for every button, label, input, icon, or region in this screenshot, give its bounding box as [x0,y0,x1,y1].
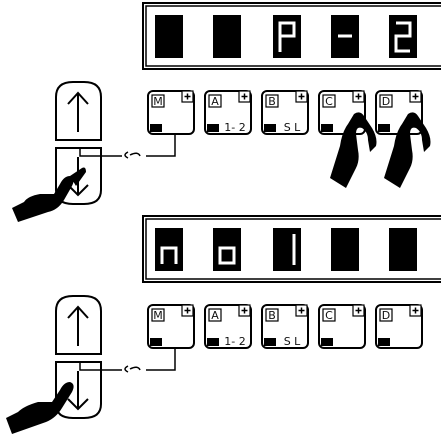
key-letter-box [379,94,393,108]
key-letter-box [379,308,393,322]
plus-icon [238,90,251,103]
minus-icon [207,124,219,132]
plus-icon [181,304,194,317]
minus-icon [150,338,162,346]
up-button-bottom[interactable] [55,295,102,355]
key-m-top[interactable]: M [147,90,195,135]
plus-icon [295,90,308,103]
plus-icon [181,90,194,103]
plus-icon [409,90,422,103]
plus-icon [409,304,422,317]
key-letter-box [208,94,222,108]
minus-icon [321,124,333,132]
key-b-top[interactable]: B S L [261,90,309,135]
key-letter: B [268,95,276,108]
key-b-bottom[interactable]: B S L [261,304,309,349]
connector-to-m-bottom [146,348,176,371]
display-bottom-digit-4 [331,228,359,271]
key-letter: D [382,309,390,322]
display-top-digit-5 [389,15,417,58]
down-arrow-icon [67,371,89,411]
key-c-bottom[interactable]: C [318,304,366,349]
key-letter-box [265,308,279,322]
key-row-bottom: M A 1- 2 B S L C D [147,304,423,349]
display-top [142,2,441,70]
up-arrow-icon [67,91,89,132]
minus-icon [150,124,162,132]
two-pointing-hands-icon [330,112,431,188]
plus-icon [352,304,365,317]
minus-icon [207,338,219,346]
plus-icon [238,304,251,317]
key-letter: M [153,309,163,322]
key-letter-box [151,308,165,322]
up-arrow-icon [67,305,89,346]
display-top-digit-4 [331,15,359,58]
key-m-bottom[interactable]: M [147,304,195,349]
minus-icon [264,124,276,132]
key-sub-label: 1- 2 [224,335,245,348]
key-letter: A [211,95,219,108]
key-a-top[interactable]: A 1- 2 [204,90,252,135]
key-letter-box [322,308,336,322]
combo-loop-icon [124,365,141,373]
display-bottom-digit-5 [389,228,417,271]
key-letter-box [208,308,222,322]
key-letter: A [211,309,219,322]
minus-icon [378,124,390,132]
display-top-digit-1 [155,15,183,58]
display-bottom-digit-2 [213,228,241,271]
key-letter: D [382,95,390,108]
pointing-hand-icon [6,382,74,434]
key-letter: M [153,95,163,108]
connector-line-bottom [79,362,122,371]
connector-to-m-top [146,134,176,157]
key-letter: B [268,309,276,322]
minus-icon [321,338,333,346]
key-letter: C [325,309,333,322]
key-letter-box [265,94,279,108]
key-letter-box [151,94,165,108]
key-letter-box [322,94,336,108]
connector-line-top [79,148,122,157]
key-d-bottom[interactable]: D [375,304,423,349]
combo-loop-icon [124,151,141,159]
key-a-bottom[interactable]: A 1- 2 [204,304,252,349]
pointing-hand-icon [12,167,86,222]
display-top-digit-2 [213,15,241,58]
down-button-bottom[interactable] [55,361,102,419]
key-sub-label: S L [284,335,301,348]
display-bottom-digit-1 [155,228,183,271]
plus-icon [352,90,365,103]
plus-icon [295,304,308,317]
minus-icon [264,338,276,346]
key-letter: C [325,95,333,108]
display-top-digit-3 [273,15,301,58]
up-button-top[interactable] [55,81,102,141]
minus-icon [378,338,390,346]
key-row-top: M A 1- 2 B S L C D [147,90,423,135]
display-bottom [142,215,441,283]
key-sub-label: S L [284,121,301,134]
display-bottom-digit-3 [273,228,301,271]
key-sub-label: 1- 2 [224,121,245,134]
